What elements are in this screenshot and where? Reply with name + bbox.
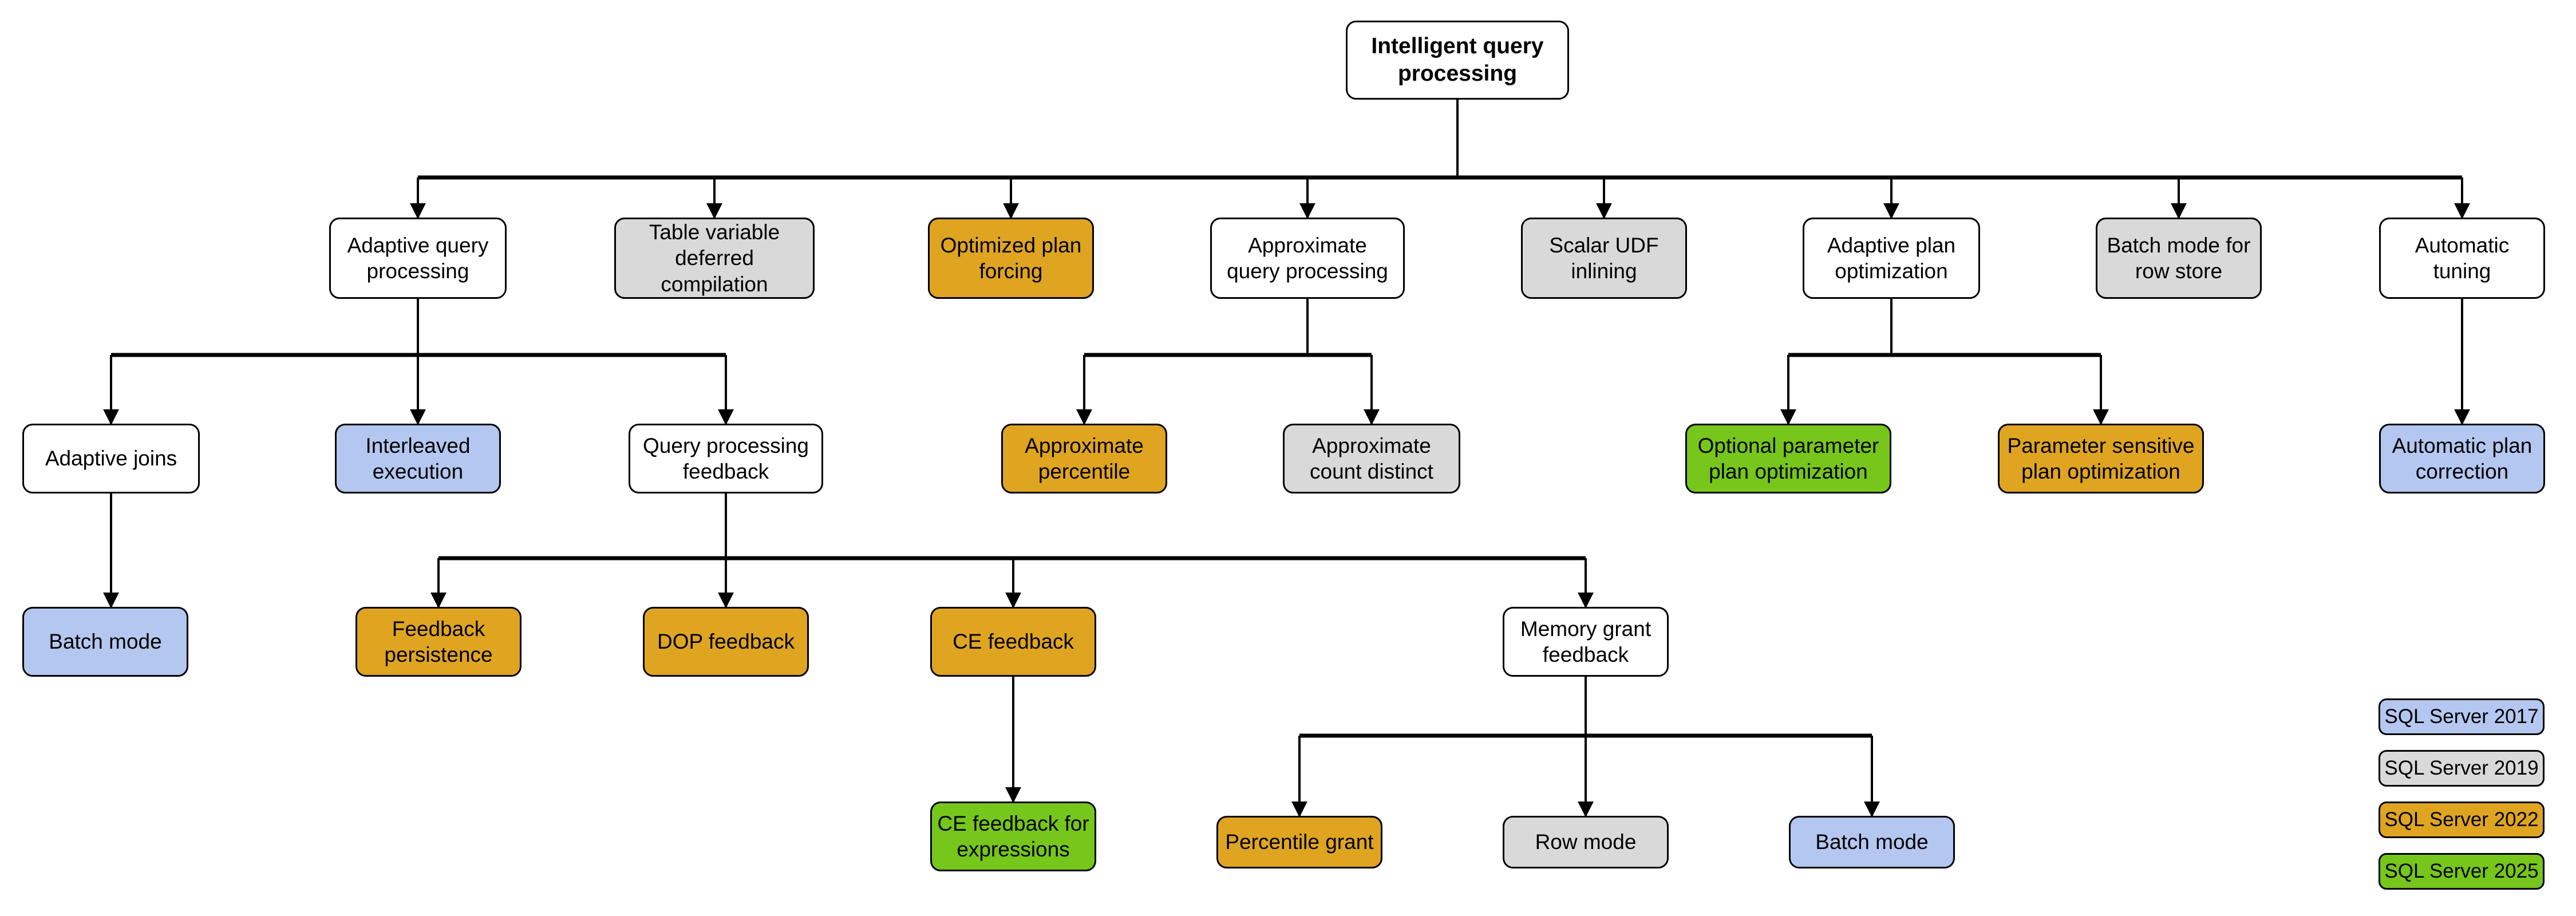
node-scalar-udf-inlining[interactable]: Scalar UDF inlining [1521,218,1687,299]
node-adaptive-query-processing[interactable]: Adaptive query processing [329,218,507,299]
node-automatic-plan-correction[interactable]: Automatic plan correction [2379,424,2545,493]
node-root[interactable]: Intelligent query processing [1346,21,1569,100]
node-memory-grant-feedback[interactable]: Memory grant feedback [1503,607,1669,677]
node-approximate-query-processing[interactable]: Approximate query processing [1210,218,1405,299]
node-interleaved-execution[interactable]: Interleaved execution [335,424,501,493]
node-percentile-grant[interactable]: Percentile grant [1216,816,1382,868]
node-adaptive-joins[interactable]: Adaptive joins [22,424,200,493]
legend-item-sql-server-2019[interactable]: SQL Server 2019 [2379,750,2545,787]
node-table-variable-deferred-compilation[interactable]: Table variable deferred compilation [614,218,815,299]
legend-item-sql-server-2022[interactable]: SQL Server 2022 [2379,802,2545,838]
node-batch-mode-adaptive-joins[interactable]: Batch mode [22,607,188,677]
legend-item-sql-server-2025[interactable]: SQL Server 2025 [2379,853,2545,890]
node-ce-feedback[interactable]: CE feedback [930,607,1096,677]
node-parameter-sensitive-plan-optimization[interactable]: Parameter sensitive plan optimization [1998,424,2204,493]
node-adaptive-plan-optimization[interactable]: Adaptive plan optimization [1803,218,1980,299]
node-ce-feedback-for-expressions[interactable]: CE feedback for expressions [930,802,1096,871]
node-dop-feedback[interactable]: DOP feedback [643,607,809,677]
node-row-mode[interactable]: Row mode [1503,816,1669,868]
node-query-processing-feedback[interactable]: Query processing feedback [629,424,823,493]
node-optional-parameter-plan-optimization[interactable]: Optional parameter plan optimization [1685,424,1891,493]
node-batch-mode-for-row-store[interactable]: Batch mode for row store [2096,218,2262,299]
node-optimized-plan-forcing[interactable]: Optimized plan forcing [928,218,1094,299]
node-automatic-tuning[interactable]: Automatic tuning [2379,218,2545,299]
node-batch-mode-memory-grant[interactable]: Batch mode [1789,816,1955,868]
node-approximate-percentile[interactable]: Approximate percentile [1001,424,1167,493]
node-approximate-count-distinct[interactable]: Approximate count distinct [1283,424,1460,493]
node-feedback-persistence[interactable]: Feedback persistence [355,607,521,677]
legend-item-sql-server-2017[interactable]: SQL Server 2017 [2379,698,2545,735]
